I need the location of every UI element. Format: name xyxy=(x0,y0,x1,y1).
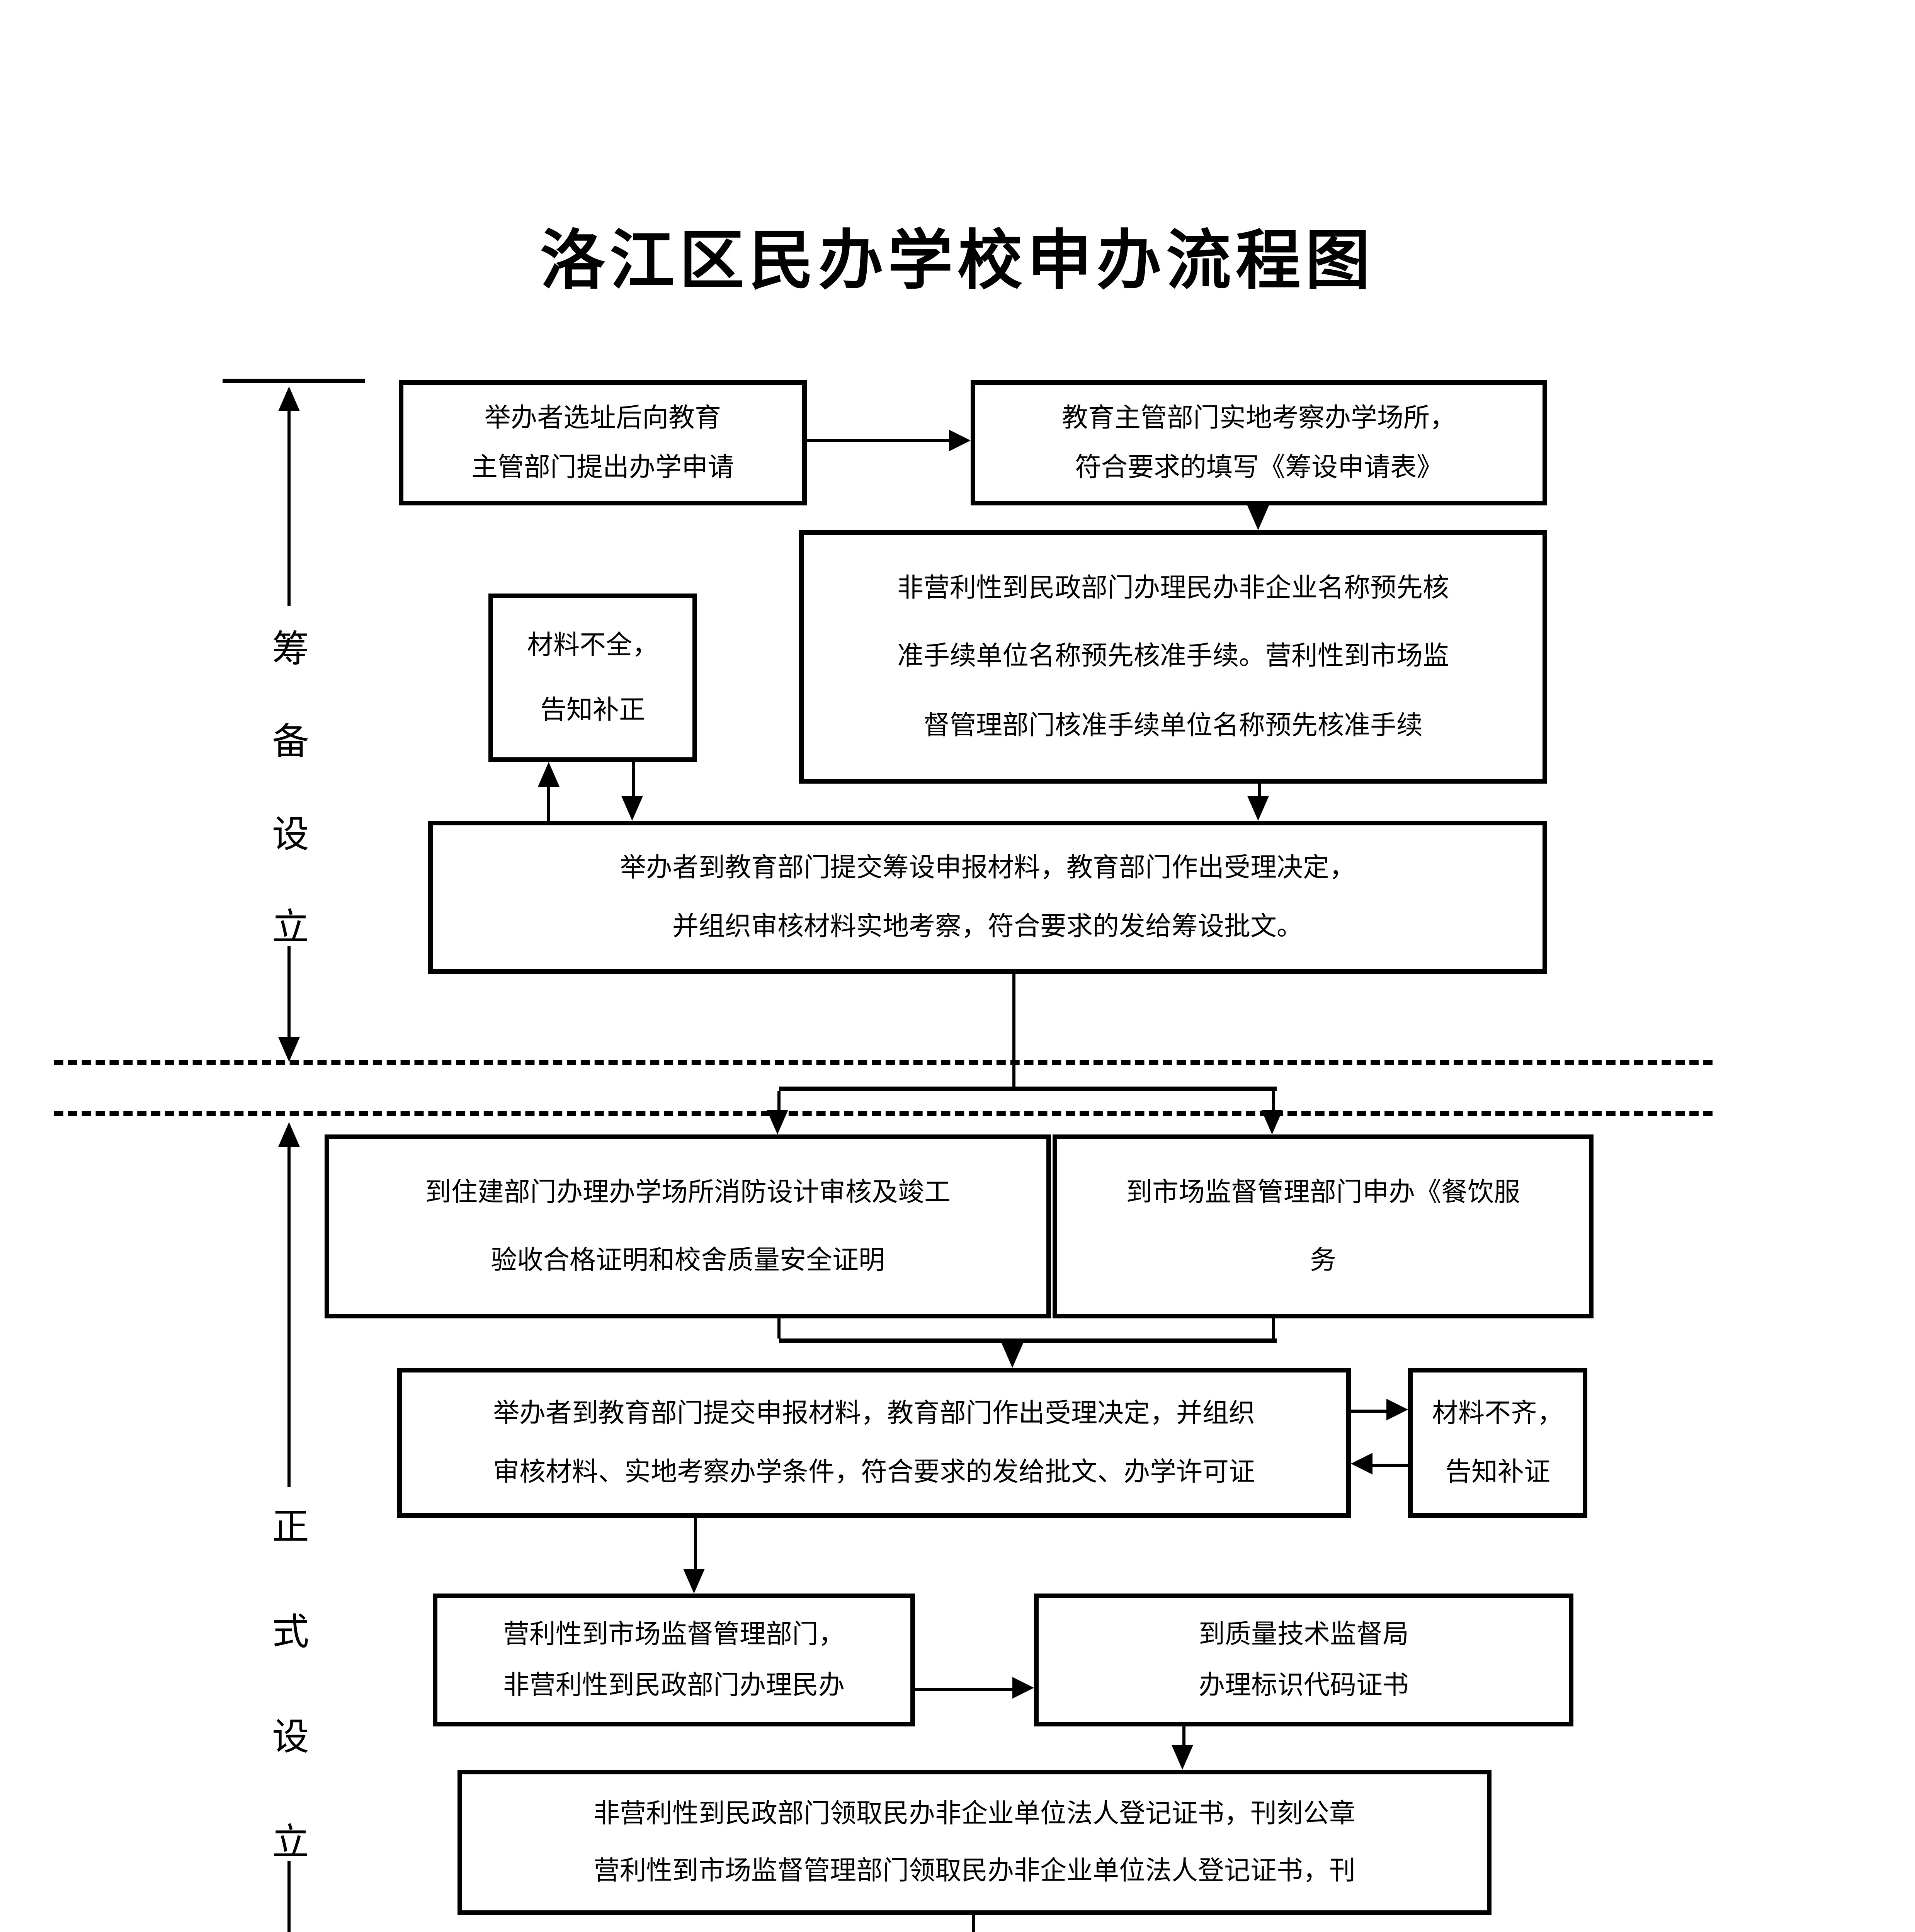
phase1-axis-line xyxy=(287,946,291,1039)
phase1-arrow-down-icon xyxy=(278,1037,300,1062)
text-line: 督管理部门核准手续单位名称预先核准手续 xyxy=(923,711,1423,741)
text-line: 教育主管部门实地考察办学场所， xyxy=(1062,403,1456,433)
arrowhead-notify2-n7 xyxy=(1351,1453,1372,1475)
text-line: 非营利性到民政部门领取民办非企业单位法人登记证书，刊刻公章 xyxy=(594,1799,1355,1829)
phase1-label-char: 设 xyxy=(272,816,309,856)
text-line: 非营利性到民政部门办理民办非企业名称预先核 xyxy=(897,573,1449,602)
box-registration-department-by-type: 营利性到市场监督管理部门， 非营利性到民政部门办理民办 xyxy=(433,1594,915,1726)
split-bar-n4 xyxy=(779,1087,1277,1091)
connector-split-n5 xyxy=(777,1091,781,1110)
text-line: 材料不齐， xyxy=(1432,1399,1563,1429)
box-name-preapproval: 非营利性到民政部门办理民办非企业名称预先核 准手续单位名称预先核准手续。营利性到… xyxy=(799,530,1547,784)
phase2-axis-line xyxy=(287,1861,291,1932)
arrowhead-split-n6 xyxy=(1261,1110,1283,1134)
phase2-label-char: 设 xyxy=(272,1719,309,1759)
connector-n9-n10 xyxy=(1182,1726,1185,1745)
text-line: 营利性到市场监督管理部门， xyxy=(503,1619,845,1648)
arrowhead-n8-n9 xyxy=(1012,1677,1034,1699)
arrowhead-n7-n8 xyxy=(683,1569,705,1594)
connector-notify1-n4 xyxy=(632,762,635,796)
box-site-selection-application: 举办者选址后向教育 主管部门提出办学申请 xyxy=(399,380,807,505)
text-line: 到市场监督管理部门申办《餐饮服 xyxy=(1126,1177,1520,1206)
arrowhead-split-n5 xyxy=(767,1110,788,1134)
arrowhead-notify1-n4 xyxy=(621,796,643,821)
connector-n6-merge xyxy=(1272,1318,1275,1338)
phase1-label-char: 筹 xyxy=(272,631,309,671)
connector-n1-n2 xyxy=(807,439,952,442)
box-quality-supervision-code-certificate: 到质量技术监督局 办理标识代码证书 xyxy=(1034,1594,1573,1726)
merge-bar-n7 xyxy=(779,1338,1277,1343)
connector-n10-split xyxy=(972,1915,975,1932)
text-line: 审核材料、实地考察办学条件，符合要求的发给批文、办学许可证 xyxy=(493,1457,1255,1486)
phase2-label-char: 式 xyxy=(272,1614,309,1654)
text-line: 非营利性到民政部门办理民办 xyxy=(503,1671,845,1701)
phase2-label-char: 立 xyxy=(272,1824,309,1864)
box-fire-safety-and-building-certificates: 到住建部门办理办学场所消防设计审核及竣工 验收合格证明和校舍质量安全证明 xyxy=(325,1134,1051,1318)
phase1-arrow-up-icon xyxy=(278,386,300,411)
arrowhead-n2-n3 xyxy=(1247,505,1269,530)
text-line: 到质量技术监督局 xyxy=(1199,1619,1409,1648)
box-incomplete-materials-notice-1: 材料不全， 告知补正 xyxy=(488,594,697,762)
text-line: 举办者到教育部门提交申报材料，教育部门作出受理决定，并组织 xyxy=(493,1399,1255,1429)
connector-n8-n9 xyxy=(915,1688,1012,1691)
arrowhead-n1-n2 xyxy=(949,430,971,451)
text-line: 主管部门提出办学申请 xyxy=(471,452,734,482)
text-line: 办理标识代码证书 xyxy=(1199,1671,1409,1701)
arrowhead-n4-notify1 xyxy=(538,762,560,787)
text-line: 到住建部门办理办学场所消防设计审核及竣工 xyxy=(425,1177,951,1206)
page-title: 洛江区民办学校申办流程图 xyxy=(540,227,1375,298)
box-submit-formal-application-materials: 举办者到教育部门提交申报材料，教育部门作出受理决定，并组织 审核材料、实地考察办… xyxy=(397,1368,1351,1518)
text-line: 举办者选址后向教育 xyxy=(485,403,721,433)
box-incomplete-materials-notice-2: 材料不齐， 告知补证 xyxy=(1408,1368,1587,1518)
text-line: 准手续单位名称预先核准手续。营利性到市场监 xyxy=(897,642,1449,672)
connector-split-n6 xyxy=(1272,1091,1275,1110)
phase1-label-char: 立 xyxy=(272,909,309,949)
connector-notify2-n7 xyxy=(1372,1464,1408,1467)
arrowhead-n3-n4 xyxy=(1247,796,1269,821)
phase2-axis-line xyxy=(287,1144,291,1487)
text-line: 务 xyxy=(1310,1246,1336,1276)
connector-n4-notify1 xyxy=(547,787,550,821)
text-line: 并组织审核材料实地考察，符合要求的发给筹设批文。 xyxy=(672,912,1303,941)
text-line: 符合要求的填写《筹设申请表》 xyxy=(1075,452,1443,482)
arrowhead-merge-n7 xyxy=(1002,1343,1023,1368)
text-line: 告知补正 xyxy=(540,695,645,724)
connector-n7-notify2 xyxy=(1351,1410,1386,1413)
phase2-arrow-up-icon xyxy=(278,1122,300,1147)
arrowhead-n7-notify2 xyxy=(1386,1399,1408,1420)
box-submit-preparation-materials: 举办者到教育部门提交筹设申报材料，教育部门作出受理决定， 并组织审核材料实地考察… xyxy=(428,821,1547,974)
text-line: 告知补证 xyxy=(1445,1457,1550,1486)
box-site-inspection-preparation-form: 教育主管部门实地考察办学场所， 符合要求的填写《筹设申请表》 xyxy=(971,380,1547,505)
connector-n3-n4 xyxy=(1258,784,1261,798)
box-catering-service-license: 到市场监督管理部门申办《餐饮服 务 xyxy=(1053,1134,1594,1318)
text-line: 举办者到教育部门提交筹设申报材料，教育部门作出受理决定， xyxy=(620,853,1355,883)
text-line: 营利性到市场监督管理部门领取民办非企业单位法人登记证书，刊 xyxy=(594,1855,1355,1885)
connector-n4-split xyxy=(1012,974,1015,1087)
arrowhead-n9-n10 xyxy=(1172,1745,1193,1770)
text-line: 验收合格证明和校舍质量安全证明 xyxy=(491,1246,885,1276)
connector-n7-n8 xyxy=(694,1518,697,1569)
phase1-label-char: 备 xyxy=(272,723,309,764)
text-line: 材料不全， xyxy=(527,631,658,660)
phase2-label-char: 正 xyxy=(272,1509,309,1549)
box-legal-person-certificate-and-seal: 非营利性到民政部门领取民办非企业单位法人登记证书，刊刻公章 营利性到市场监督管理… xyxy=(457,1770,1492,1915)
phase1-axis-line xyxy=(287,408,291,606)
connector-n5-merge xyxy=(777,1318,781,1338)
phase-separator-dashed-line-1 xyxy=(54,1060,1713,1065)
phase1-top-bar xyxy=(223,379,365,383)
phase-separator-dashed-line-2 xyxy=(54,1111,1713,1116)
